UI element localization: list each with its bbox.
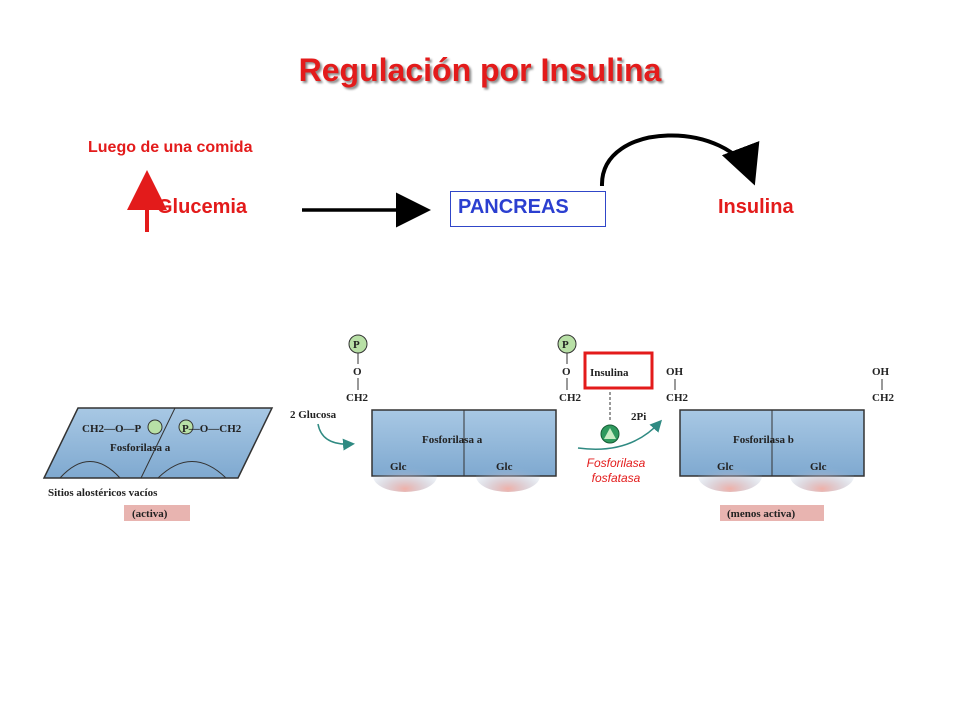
- enzyme-left-active: CH2—O—P P—O—CH2 Fosforilasa a: [42, 407, 274, 479]
- ch2-o-p-left: CH2—O—P: [82, 423, 142, 435]
- fosforilasa-fosfatasa-line2: fosfatasa: [591, 471, 641, 485]
- insulina-label: Insulina: [718, 196, 794, 218]
- enzyme-right-less-active: OH CH2 Fosforilasa b Glc Glc OH CH2: [666, 366, 895, 492]
- sitios-label: Sitios alostéricos vacíos: [48, 487, 158, 499]
- pancreas-label: PANCREAS: [458, 196, 569, 218]
- dos-pi-label: 2Pi: [631, 411, 646, 423]
- enzyme-middle: P O CH2 Fosforilasa a Glc Glc P O CH2: [346, 334, 582, 492]
- after-meal-label: Luego de una comida: [88, 139, 253, 156]
- o-middle-right: O: [562, 366, 571, 378]
- fosforilasa-fosfatasa-label: Fosforilasa fosfatasa: [570, 456, 662, 486]
- activa-label: (activa): [132, 508, 168, 520]
- oh-left: OH: [666, 366, 684, 378]
- pancreas-to-insulina-arrow: [599, 133, 760, 187]
- p-middle: P: [353, 339, 360, 351]
- pancreas-box: PANCREAS: [450, 191, 606, 227]
- dephosphorylation-arrow: [577, 419, 663, 450]
- menos-activa-badge: [720, 505, 824, 521]
- fosforilasa-a-left: Fosforilasa a: [110, 442, 171, 454]
- glc-2: Glc: [496, 461, 513, 473]
- glucemia-label: Glucemia: [157, 196, 248, 218]
- ch2-middle-left: CH2: [346, 392, 369, 404]
- fosforilasa-b: Fosforilasa b: [733, 434, 794, 446]
- glc-3: Glc: [717, 461, 734, 473]
- dos-glucosa-label: 2 Glucosa: [290, 409, 337, 421]
- p-middle-right: P: [562, 339, 569, 351]
- glc-4: Glc: [810, 461, 827, 473]
- o-middle: O: [353, 366, 362, 378]
- insulina-highlight-box: [583, 351, 654, 390]
- insulina-box-label: Insulina: [590, 367, 629, 379]
- oh-right: OH: [872, 366, 890, 378]
- menos-activa-label: (menos activa): [727, 508, 795, 520]
- ch2-middle-right: CH2: [559, 392, 582, 404]
- activa-badge: [124, 505, 190, 521]
- fosforilasa-fosfatasa-line1: Fosforilasa: [586, 456, 646, 470]
- page-title: Regulación por Insulina: [298, 52, 662, 88]
- ch2-right-right: CH2: [872, 392, 895, 404]
- ch2-right-left: CH2: [666, 392, 689, 404]
- fosforilasa-a-middle: Fosforilasa a: [422, 434, 483, 446]
- glucosa-arrow: [317, 423, 355, 451]
- glc-1: Glc: [390, 461, 407, 473]
- phosphatase-triangle-icon: [604, 428, 616, 439]
- p-o-ch2-right: P—O—CH2: [182, 423, 242, 435]
